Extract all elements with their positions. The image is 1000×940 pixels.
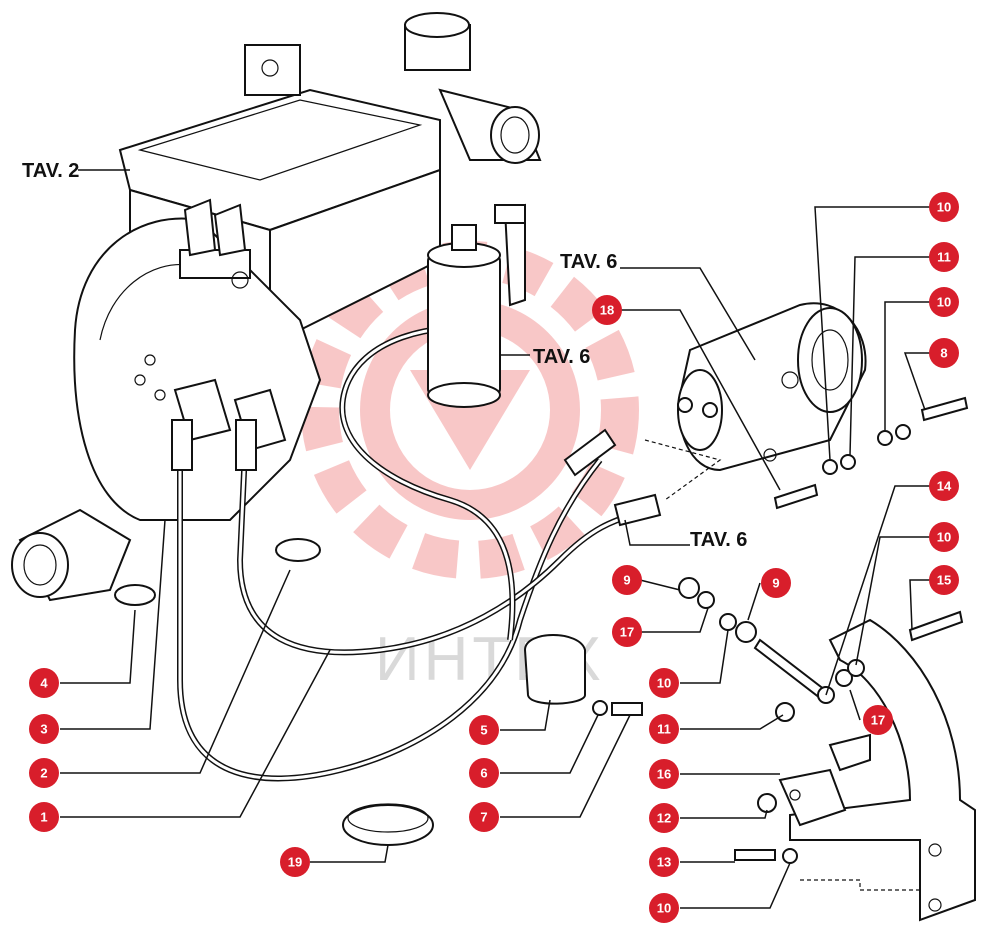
callout-number: 8 [940,346,947,361]
callout-badge [649,714,679,744]
callout-number: 17 [620,625,634,640]
callout-number: 17 [871,713,885,728]
callout-badge [29,802,59,832]
callout-number: 12 [657,811,671,826]
mounting-bracket [778,618,976,922]
callout-c12: 12 [649,803,679,833]
callout-badge [280,847,310,877]
callout-c10c: 10 [929,522,959,552]
callout-badge [761,568,791,598]
callout-c19: 19 [280,847,310,877]
callout-badge [29,758,59,788]
callout-number: 16 [657,767,671,782]
callout-number: 5 [480,723,487,738]
callout-number: 7 [480,810,487,825]
callout-badge [469,758,499,788]
callout-badge [592,295,622,325]
callout-badge [469,802,499,832]
callout-c10d: 10 [649,668,679,698]
ref-tav2: TAV. 2 [22,160,79,182]
callout-number: 4 [40,676,48,691]
callout-badge [929,565,959,595]
callout-number: 2 [40,766,47,781]
callout-badge [29,714,59,744]
callout-c6: 6 [469,758,499,788]
leader-lines [60,169,940,909]
callout-number: 18 [600,303,614,318]
receiver-drier [427,204,526,408]
callout-c2: 2 [29,758,59,788]
callout-badge [929,242,959,272]
callout-c15: 15 [929,565,959,595]
ref-tav6-hose: TAV. 6 [690,529,747,551]
hoses [171,203,662,782]
callout-badge [929,338,959,368]
callout-c8: 8 [929,338,959,368]
callout-badge [649,668,679,698]
callout-badge [929,287,959,317]
callout-c10e: 10 [649,893,679,923]
callout-c17b: 17 [863,705,893,735]
engine-block [11,12,542,602]
callout-c16: 16 [649,759,679,789]
callout-c3: 3 [29,714,59,744]
callout-badge [929,522,959,552]
callout-badge [863,705,893,735]
callout-badge [469,715,499,745]
callout-badge [29,668,59,698]
callout-number: 10 [657,901,671,916]
callout-c11a: 11 [929,242,959,272]
callout-c7: 7 [469,802,499,832]
callout-number: 19 [288,855,302,870]
callout-c5: 5 [469,715,499,745]
callout-number: 15 [937,573,951,588]
ref-tav6-receiver: TAV. 6 [533,346,590,368]
callout-badge [649,759,679,789]
callout-c10a: 10 [929,192,959,222]
callout-c4: 4 [29,668,59,698]
callout-c14: 14 [929,471,959,501]
callout-c11b: 11 [649,714,679,744]
small-parts [114,396,969,864]
callout-badge [649,847,679,877]
callout-badge [612,617,642,647]
callout-number: 9 [772,576,779,591]
compressor [677,302,867,472]
reference-labels: TAV. 2 TAV. 6 TAV. 6 TAV. 6 [22,160,747,551]
callout-badge [649,893,679,923]
callout-number: 10 [937,200,951,215]
callout-number: 11 [657,722,671,737]
callout-c18: 18 [592,295,622,325]
callout-number: 10 [937,530,951,545]
callout-c1: 1 [29,802,59,832]
callout-number: 11 [937,250,951,265]
callout-number: 14 [937,479,952,494]
ref-tav6-compressor: TAV. 6 [560,251,617,273]
callout-number: 10 [937,295,951,310]
callout-number: 1 [40,810,47,825]
callout-c9b: 9 [761,568,791,598]
callout-number: 3 [40,722,47,737]
callout-badge [929,471,959,501]
callout-c10b: 10 [929,287,959,317]
callout-c17a: 17 [612,617,642,647]
callout-number: 10 [657,676,671,691]
callout-badge [649,803,679,833]
callout-number: 13 [657,855,671,870]
callout-number: 9 [623,573,630,588]
callout-badge [612,565,642,595]
callout-number: 6 [480,766,487,781]
callout-badge [929,192,959,222]
callout-c13: 13 [649,847,679,877]
callout-c9a: 9 [612,565,642,595]
